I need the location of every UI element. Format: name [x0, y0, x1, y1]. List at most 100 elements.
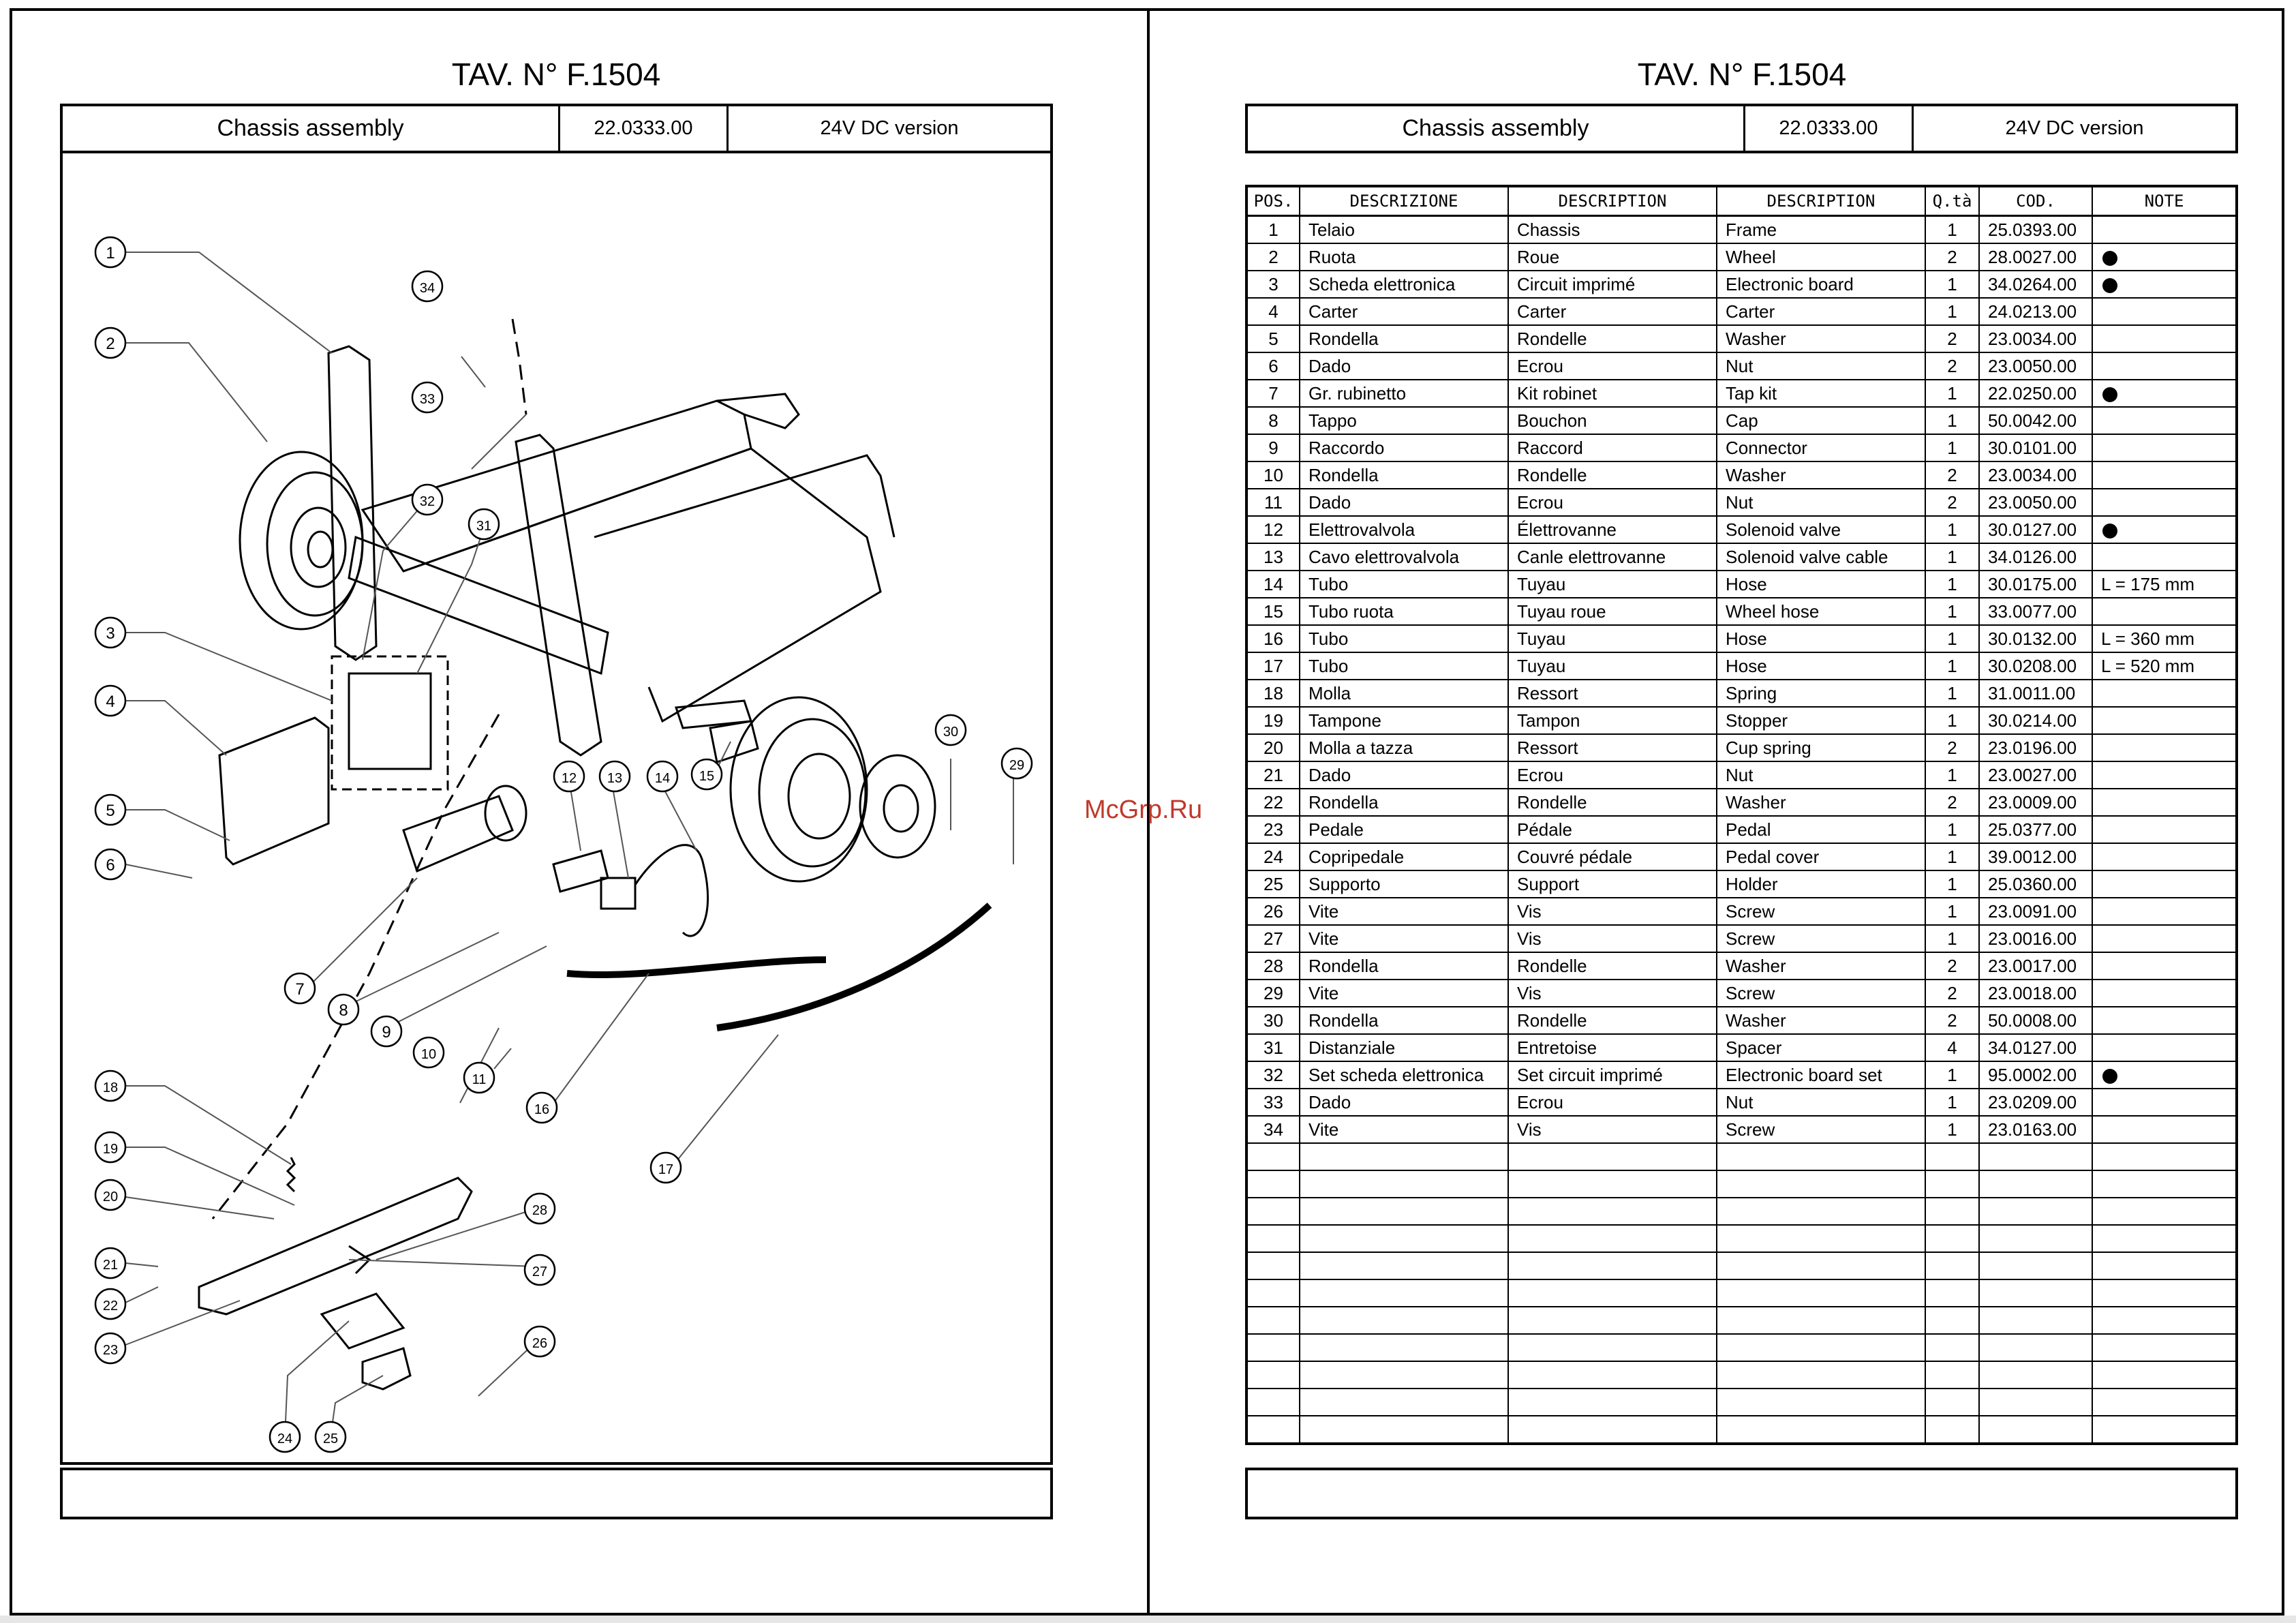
- cell-note: [2092, 924, 2237, 953]
- empty-cell: [1299, 1224, 1509, 1253]
- cell-it: Scheda elettronica: [1299, 270, 1509, 299]
- cell-it: Rondella: [1299, 324, 1509, 353]
- cell-fr: Ressort: [1507, 733, 1717, 762]
- empty-cell: [1978, 1333, 2093, 1362]
- empty-cell: [1716, 1361, 1926, 1389]
- cell-fr: Ecrou: [1507, 1088, 1717, 1117]
- cell-code: 23.0196.00: [1978, 733, 2093, 762]
- cell-qty: 2: [1925, 243, 1980, 271]
- empty-cell: [1299, 1306, 1509, 1335]
- cell-pos: 16: [1246, 624, 1300, 653]
- cell-it: Molla a tazza: [1299, 733, 1509, 762]
- empty-cell: [1716, 1142, 1926, 1171]
- cell-qty: 2: [1925, 733, 1980, 762]
- empty-table-row: [1246, 1197, 2237, 1226]
- empty-cell: [1925, 1306, 1980, 1335]
- solenoid-coil: [600, 877, 637, 910]
- empty-cell: [1978, 1170, 2093, 1198]
- hose-16: [566, 956, 827, 979]
- svg-text:16: 16: [534, 1102, 549, 1117]
- wheel-right-cap: [859, 754, 936, 859]
- callout-16: 16: [525, 1091, 558, 1124]
- cell-note: [2092, 215, 2237, 244]
- wheel-left-rim: [266, 471, 364, 617]
- callout-29: 29: [1000, 747, 1033, 780]
- left-header-box: Chassis assembly 22.0333.00 24V DC versi…: [60, 104, 1053, 153]
- cell-code: 25.0360.00: [1978, 870, 2093, 898]
- cell-fr: Support: [1507, 870, 1717, 898]
- cell-en: Spring: [1716, 679, 1926, 708]
- pedal-pivot: [348, 1245, 371, 1275]
- wheel-right-hub: [787, 753, 851, 840]
- cell-en: Connector: [1716, 434, 1926, 462]
- svg-text:20: 20: [103, 1189, 118, 1204]
- cell-code: 23.0034.00: [1978, 461, 2093, 489]
- wheel-right-cap-inner: [883, 784, 919, 833]
- svg-text:7: 7: [295, 980, 304, 999]
- callout-26: 26: [523, 1325, 556, 1358]
- cell-fr: Circuit imprimé: [1507, 270, 1717, 299]
- note-dot-icon: [2102, 387, 2117, 403]
- cell-fr: Set circuit imprimé: [1507, 1061, 1717, 1089]
- note-text: L = 360 mm: [2101, 628, 2195, 649]
- cell-it: Supporto: [1299, 870, 1509, 898]
- cell-fr: Ressort: [1507, 679, 1717, 708]
- pedal-cover: [320, 1292, 405, 1350]
- callout-17: 17: [649, 1151, 682, 1184]
- cell-en: Washer: [1716, 1006, 1926, 1035]
- cell-qty: 2: [1925, 788, 1980, 817]
- empty-cell: [1716, 1252, 1926, 1280]
- empty-cell: [1925, 1333, 1980, 1362]
- cell-qty: 2: [1925, 952, 1980, 980]
- cell-pos: 24: [1246, 843, 1300, 871]
- cell-note: [2092, 979, 2237, 1007]
- cell-pos: 1: [1246, 215, 1300, 244]
- cell-it: Copripedale: [1299, 843, 1509, 871]
- cell-en: Carter: [1716, 297, 1926, 326]
- cell-note: [2092, 1088, 2237, 1117]
- empty-cell: [1978, 1415, 2093, 1444]
- cell-en: Screw: [1716, 924, 1926, 953]
- svg-text:3: 3: [106, 624, 114, 643]
- callout-18: 18: [94, 1070, 127, 1102]
- cell-pos: 18: [1246, 679, 1300, 708]
- empty-cell: [1299, 1197, 1509, 1226]
- pedal-holder: [361, 1347, 412, 1391]
- cell-qty: 1: [1925, 761, 1980, 789]
- cell-fr: Élettrovanne: [1507, 515, 1717, 544]
- empty-cell: [2092, 1142, 2237, 1171]
- cell-pos: 29: [1246, 979, 1300, 1007]
- empty-cell: [2092, 1197, 2237, 1226]
- svg-text:32: 32: [420, 494, 435, 509]
- cell-en: Washer: [1716, 461, 1926, 489]
- note-dot-icon: [2102, 524, 2117, 539]
- cell-en: Frame: [1716, 215, 1926, 244]
- hose-17: [716, 902, 992, 1031]
- cell-en: Hose: [1716, 652, 1926, 680]
- svg-text:10: 10: [421, 1047, 436, 1062]
- cell-pos: 27: [1246, 924, 1300, 953]
- tap-kit-valve: [484, 785, 527, 842]
- cell-code: 31.0011.00: [1978, 679, 2093, 708]
- cell-qty: 1: [1925, 843, 1980, 871]
- empty-cell: [1507, 1170, 1717, 1198]
- cell-note: [2092, 406, 2237, 435]
- watermark: McGrp.Ru: [1084, 795, 1203, 824]
- empty-cell: [1716, 1388, 1926, 1416]
- cell-pos: 28: [1246, 952, 1300, 980]
- cell-qty: 1: [1925, 1115, 1980, 1144]
- callout-34: 34: [411, 270, 444, 303]
- cell-it: Vite: [1299, 1115, 1509, 1144]
- cell-qty: 1: [1925, 434, 1980, 462]
- empty-cell: [1925, 1142, 1980, 1171]
- cell-pos: 19: [1246, 706, 1300, 735]
- cell-fr: Bouchon: [1507, 406, 1717, 435]
- empty-table-row: [1246, 1142, 2237, 1171]
- cell-fr: Tuyau: [1507, 570, 1717, 598]
- empty-cell: [1716, 1333, 1926, 1362]
